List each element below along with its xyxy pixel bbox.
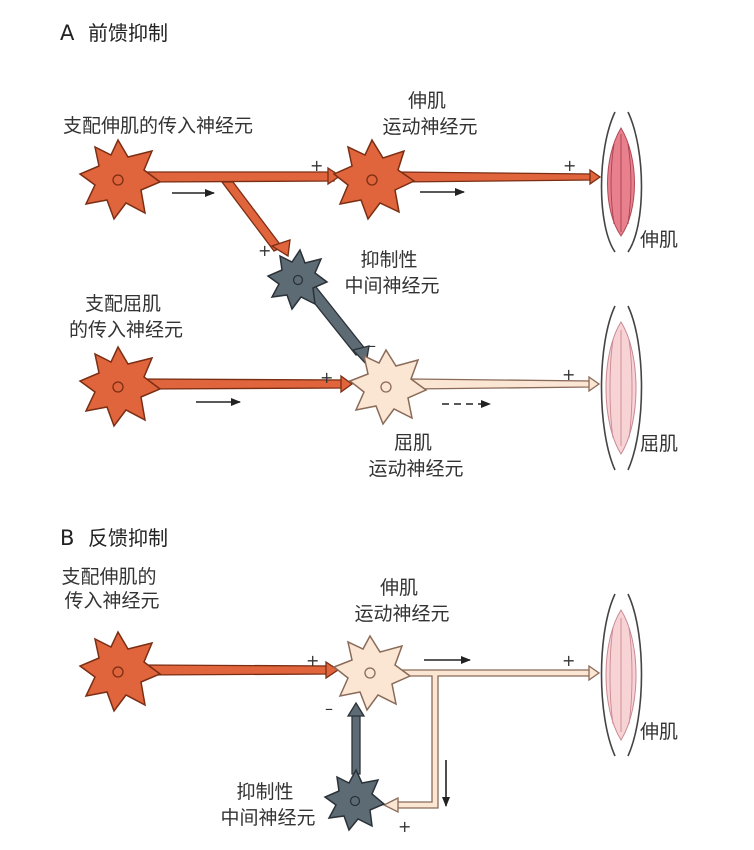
panel-b-extensor-muscle xyxy=(600,593,643,757)
panel-b-motor-neuron xyxy=(332,634,412,712)
panel-a-flexor-muscle xyxy=(600,305,643,471)
panel-a-afferent-flexor-neuron xyxy=(78,345,162,428)
panel-a-letter: A xyxy=(60,21,75,45)
panel-b-sign-collateral-to-interneuron: + xyxy=(398,817,411,836)
panel-a-sign-afferent-to-interneuron: + xyxy=(258,241,271,260)
panel-a-inhibitory-label: 抑制性 中间神经元 xyxy=(344,249,439,297)
panel-a: A 前馈抑制 支配伸肌的传入神经元 伸肌 运动神经元 抑制性 中间神经元 支配屈… xyxy=(60,21,678,480)
panel-a-motor-flexor-neuron xyxy=(348,348,428,426)
panel-a-afferent-flexor-terminal xyxy=(340,374,354,394)
panel-a-sign-inhibitory-synapse: – xyxy=(368,336,376,355)
panel-a-extensor-muscle xyxy=(600,111,643,253)
panel-b-sign-motor-to-muscle: + xyxy=(562,651,575,670)
panel-a-motor-extensor-neuron xyxy=(332,138,416,221)
panel-b-sign-inhibitory-synapse: – xyxy=(325,699,333,718)
panel-b-collateral-terminal xyxy=(382,796,399,814)
panel-a-afferent-extensor-neuron xyxy=(78,138,162,221)
panel-b-muscle-extensor-label: 伸肌 xyxy=(640,721,678,743)
panel-a-afferent-flexor-label: 支配屈肌 的传入神经元 xyxy=(69,293,183,341)
panel-b-afferent-axon xyxy=(144,664,333,676)
panel-a-sign-motor-to-extensor: + xyxy=(563,156,576,175)
panel-b-inhibitory-terminal xyxy=(346,701,366,717)
panel-a-muscle-flexor-label: 屈肌 xyxy=(640,433,678,455)
panel-b-motor-terminal xyxy=(588,664,601,682)
panel-b-inhibitory-label: 抑制性 中间神经元 xyxy=(220,781,315,829)
panel-b-inhibitory-axon xyxy=(351,712,361,775)
panel-a-sign-afferent-to-motor: + xyxy=(310,156,323,175)
panel-a-sign-afferent-to-flexor-motor: + xyxy=(320,368,333,387)
panel-a-motor-flexor-label: 屈肌 运动神经元 xyxy=(368,432,463,480)
panel-a-afferent-extensor-axon xyxy=(144,171,335,183)
panel-b-letter: B xyxy=(60,526,74,550)
panel-b-afferent-neuron xyxy=(78,630,162,713)
panel-a-afferent-branch-terminal xyxy=(270,239,291,258)
panel-b-title: 反馈抑制 xyxy=(88,526,168,550)
panel-b-afferent-terminal xyxy=(325,660,340,680)
panel-b-sign-afferent-to-motor: + xyxy=(306,651,319,670)
panel-a-afferent-extensor-terminal xyxy=(327,166,342,186)
panel-b-inhibitory-neuron xyxy=(323,768,386,832)
panel-a-muscle-extensor-label: 伸肌 xyxy=(640,229,678,251)
panel-a-motor-extensor-terminal xyxy=(589,168,602,186)
panel-a-afferent-branch xyxy=(220,181,283,252)
panel-a-afferent-flexor-axon xyxy=(144,378,347,390)
panel-a-afferent-extensor-label: 支配伸肌的传入神经元 xyxy=(63,115,253,137)
panel-a-sign-motor-to-flexor: + xyxy=(562,365,575,384)
panel-a-title: 前馈抑制 xyxy=(88,21,168,45)
panel-b-motor-extensor-label: 伸肌 运动神经元 xyxy=(354,577,449,625)
panel-b-motor-axon-with-collateral xyxy=(395,669,591,809)
panel-b-afferent-extensor-label: 支配伸肌的 传入神经元 xyxy=(61,566,162,612)
panel-a-inhibitory-neuron xyxy=(266,248,329,311)
panel-a-motor-flexor-terminal xyxy=(588,375,601,393)
panel-a-motor-extensor-label: 伸肌 运动神经元 xyxy=(382,90,477,138)
panel-b: B 反馈抑制 支配伸肌的 传入神经元 伸肌 运动神经元 抑制性 中间神经元 伸肌 xyxy=(60,526,678,836)
